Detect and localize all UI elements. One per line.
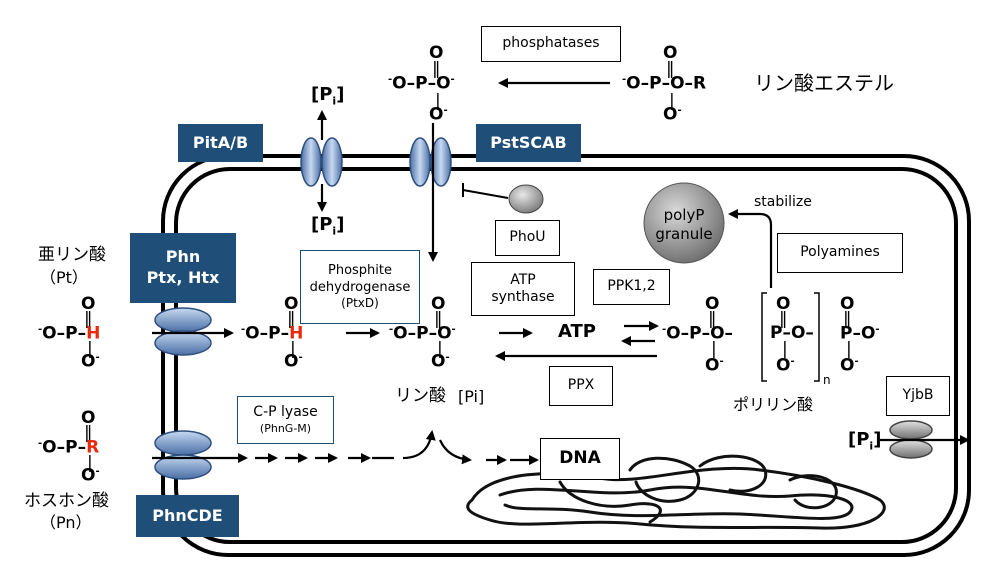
phosphite-abbr: （Pt） (40, 268, 88, 287)
ppk-box: PPK1,2 (593, 269, 670, 305)
cell-inner-membrane (174, 167, 958, 544)
pst-label-box: PstSCAB (476, 124, 581, 162)
pit-label-box: PitA/B (178, 124, 263, 162)
atp-synthase-box: ATP synthase (471, 262, 575, 316)
phou-inhibition (462, 189, 509, 199)
phn-label-box: Phn Ptx, Htx (130, 233, 236, 303)
polyphosphate-label: ポリリン酸 (733, 395, 814, 414)
polyp-granule (643, 182, 725, 264)
phosphate-label: リン酸 (395, 386, 446, 406)
atp-label: ATP (558, 321, 597, 342)
phosphonate-abbr: （Pn） (40, 513, 92, 532)
ptxd-box: Phosphite dehydrogenase (PtxD) (300, 250, 420, 324)
polyp-bracket-left (761, 292, 767, 382)
cp-lyase-box: C-P lyase (PhnG-M) (237, 396, 334, 444)
yjbb-channel (889, 420, 933, 459)
phncde-label-box: PhnCDE (136, 495, 239, 537)
phosphonate-label: ホスホン酸 (24, 491, 109, 511)
polyamines-box: Polyamines (777, 233, 903, 273)
polyp-subscript-n: n (823, 373, 831, 387)
yjbb-box: YjbB (886, 376, 950, 416)
dna-box: DNA (540, 438, 620, 480)
phosphate-ester-label: リン酸エステル (754, 71, 894, 95)
pi-inside-pit: [Pi] (311, 214, 345, 238)
to-dna-pathway (438, 439, 539, 465)
phosphate-pi-label: [Pi] (458, 387, 485, 406)
pi-yjbb: [Pi] (848, 429, 882, 453)
ppx-box: PPX (549, 366, 613, 406)
pi-outside-pit: [Pi] (311, 84, 345, 108)
phosphite-label: 亜リン酸 (38, 245, 106, 265)
phosphatases-box: phosphatases (481, 26, 621, 62)
stabilize-arrow (728, 209, 773, 288)
phou-protein (508, 184, 544, 214)
stabilize-label: stabilize (754, 194, 812, 210)
cp-lyase-pathway (152, 430, 436, 463)
granule-label: polyP granule (655, 206, 713, 243)
pit-channel (300, 137, 343, 187)
pst-channel (409, 137, 452, 187)
phou-box: PhoU (495, 220, 560, 256)
dna-coil (466, 454, 886, 530)
polyp-bracket-right (814, 292, 820, 382)
phncde-channel (154, 430, 212, 480)
